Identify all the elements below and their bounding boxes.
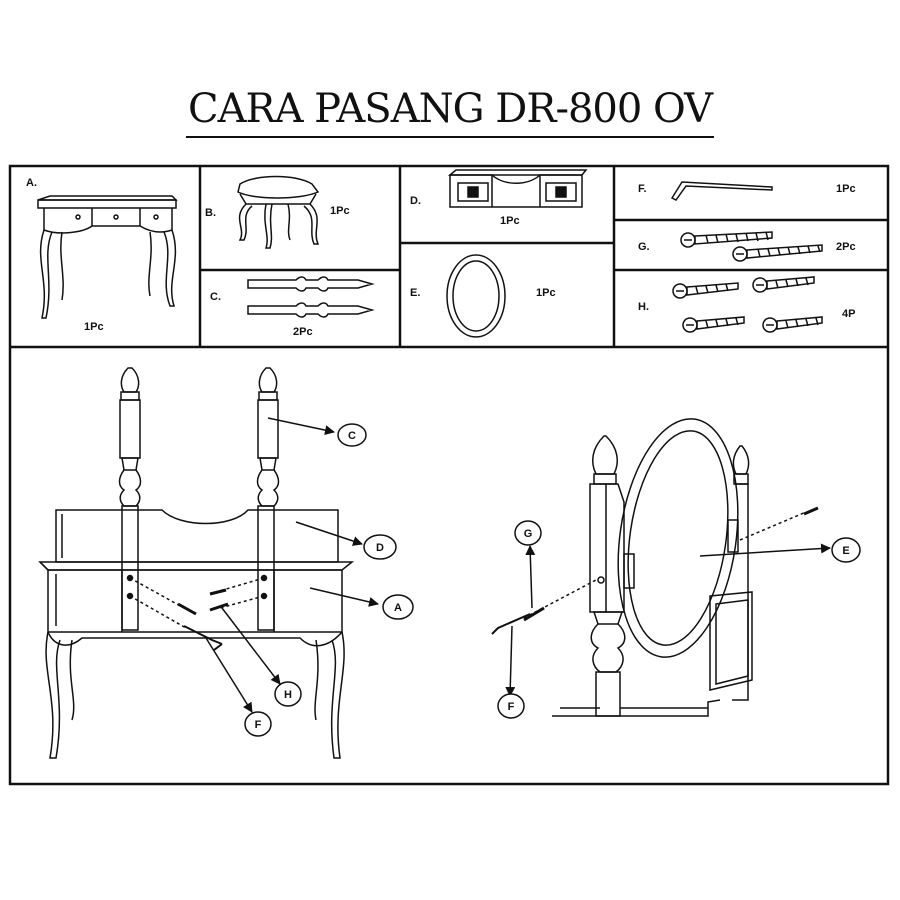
part-h-qty: 4P	[842, 308, 855, 320]
allen-key-icon	[670, 181, 773, 201]
svg-text:H: H	[284, 689, 292, 701]
callout-a: A	[382, 594, 414, 620]
page-title-text: CARA PASANG DR-800 OV	[185, 86, 715, 138]
callout-f-left: F	[244, 711, 272, 737]
stool-icon	[237, 175, 320, 249]
mirror-icon	[446, 254, 506, 338]
part-e-label: E.	[410, 287, 420, 299]
part-b-cell: B. 1Pc	[205, 175, 350, 249]
part-e-qty: 1Pc	[536, 287, 556, 299]
part-c-cell: C. 2Pc	[210, 276, 375, 338]
svg-text:D: D	[376, 542, 384, 554]
assembly-step-1	[38, 367, 355, 759]
svg-text:F: F	[508, 701, 515, 713]
short-bolt-icon	[672, 276, 823, 333]
long-bolt-icon	[680, 231, 823, 262]
part-g-qty: 2Pc	[836, 241, 856, 253]
part-f-label: F.	[638, 183, 647, 195]
part-d-qty: 1Pc	[500, 215, 520, 227]
svg-text:C: C	[348, 430, 356, 442]
part-f-cell: F. 1Pc	[638, 181, 856, 201]
svg-text:A: A	[394, 602, 402, 614]
part-a-label: A.	[26, 177, 37, 189]
callout-f-right: F	[497, 693, 525, 719]
svg-text:E: E	[842, 545, 849, 557]
part-b-qty: 1Pc	[330, 205, 350, 217]
part-g-label: G.	[638, 241, 650, 253]
table-icon	[37, 195, 178, 319]
part-a-qty: 1Pc	[84, 321, 104, 333]
callout-d: D	[363, 534, 397, 560]
part-g-cell: G. 2Pc	[638, 231, 856, 262]
part-f-qty: 1Pc	[836, 183, 856, 195]
callout-e: E	[831, 537, 861, 563]
assembly-step-2	[491, 418, 819, 717]
frame	[8, 164, 890, 786]
callout-c: C	[337, 423, 367, 447]
page-title: CARA PASANG DR-800 OV	[0, 86, 900, 138]
part-c-qty: 2Pc	[293, 326, 313, 338]
part-c-label: C.	[210, 291, 221, 303]
post-icon	[247, 276, 375, 318]
svg-text:G: G	[524, 528, 533, 540]
part-d-cell: D. 1Pc	[410, 169, 588, 227]
part-b-label: B.	[205, 207, 216, 219]
callout-h: H	[274, 681, 302, 707]
part-h-label: H.	[638, 301, 649, 313]
part-e-cell: E. 1Pc	[410, 254, 556, 338]
svg-text:F: F	[255, 719, 262, 731]
part-d-label: D.	[410, 195, 421, 207]
part-a-cell: A. 1Pc	[26, 177, 178, 333]
callout-g: G	[514, 520, 542, 546]
drawer-unit-icon	[447, 169, 588, 208]
part-h-cell: H. 4P	[638, 276, 855, 333]
callout-arrows	[205, 417, 831, 713]
